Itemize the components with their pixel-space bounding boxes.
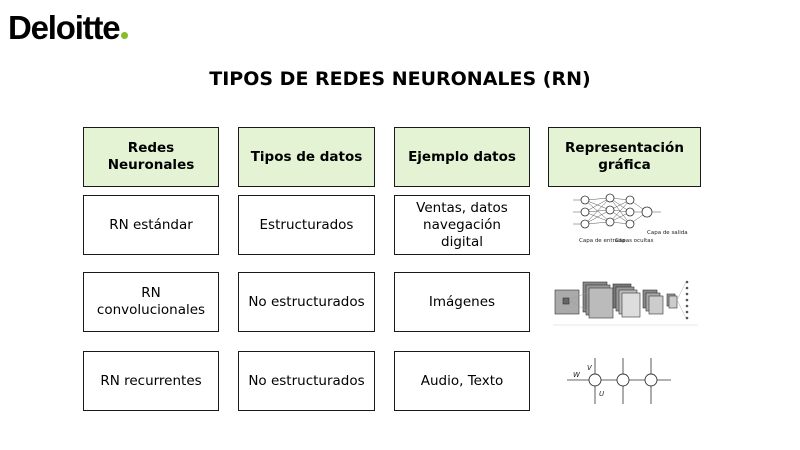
- header-tipos-de-datos: Tipos de datos: [238, 127, 375, 187]
- label-v-weight: V: [587, 364, 593, 372]
- label-u-weight: U: [599, 390, 604, 398]
- fully-connected-network-diagram: Capa de entrada Capas ocultas Capa de sa…: [573, 193, 688, 244]
- cell-datatype-standard: Estructurados: [238, 195, 375, 255]
- label-hidden-layers: Capas ocultas: [615, 238, 654, 244]
- header-ejemplo-datos: Ejemplo datos: [394, 127, 530, 187]
- deloitte-logo: Deloitte: [8, 9, 129, 46]
- cell-example-standard: Ventas, datos navegación digital: [394, 195, 530, 255]
- cell-datatype-convolutional: No estructurados: [238, 272, 375, 332]
- header-redes-neuronales: Redes Neuronales: [83, 127, 219, 187]
- label-input-layer: Capa de entrada: [579, 238, 625, 244]
- page-title: TIPOS DE REDES NEURONALES (RN): [209, 68, 591, 90]
- convolutional-network-diagram: [553, 280, 698, 326]
- logo-dot: [121, 32, 129, 39]
- cell-network-standard: RN estándar: [83, 195, 219, 255]
- label-w-weight: W: [573, 371, 581, 379]
- cell-example-recurrent: Audio, Texto: [394, 351, 530, 411]
- logo-text: Deloitte: [8, 9, 121, 46]
- recurrent-network-diagram: W V U: [567, 358, 671, 404]
- cell-network-recurrent: RN recurrentes: [83, 351, 219, 411]
- cell-network-convolutional: RN convolucionales: [83, 272, 219, 332]
- header-representacion-grafica: Representación gráfica: [548, 127, 701, 187]
- cell-example-convolutional: Imágenes: [394, 272, 530, 332]
- label-output-layer: Capa de salida: [647, 230, 688, 236]
- cell-datatype-recurrent: No estructurados: [238, 351, 375, 411]
